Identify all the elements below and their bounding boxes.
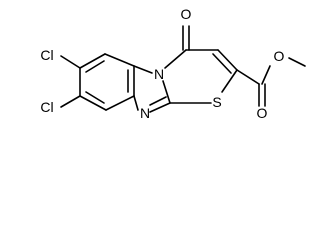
chlorine-top-label: Cl	[40, 47, 53, 63]
oxygen-ketone-label: O	[181, 6, 192, 22]
sulfur-label: S	[212, 94, 221, 110]
methyl-ester	[236, 57, 306, 107]
chlorine-bonds	[60, 55, 81, 108]
chlorine-bottom-label: Cl	[40, 99, 53, 115]
imidazole-ring	[133, 65, 171, 113]
oxygen-ester-label: O	[274, 48, 285, 64]
nitrogen-imidazole-label: N	[140, 105, 150, 121]
oxygen-carbonyl-label: O	[257, 105, 268, 121]
benzene-ring	[79, 53, 135, 111]
chemical-structure: Cl Cl N N S O O O	[40, 6, 306, 121]
ketone-double-bond	[182, 25, 190, 51]
thiazinone-ring	[164, 49, 238, 104]
nitrogen-bridgehead-label: N	[154, 66, 164, 82]
